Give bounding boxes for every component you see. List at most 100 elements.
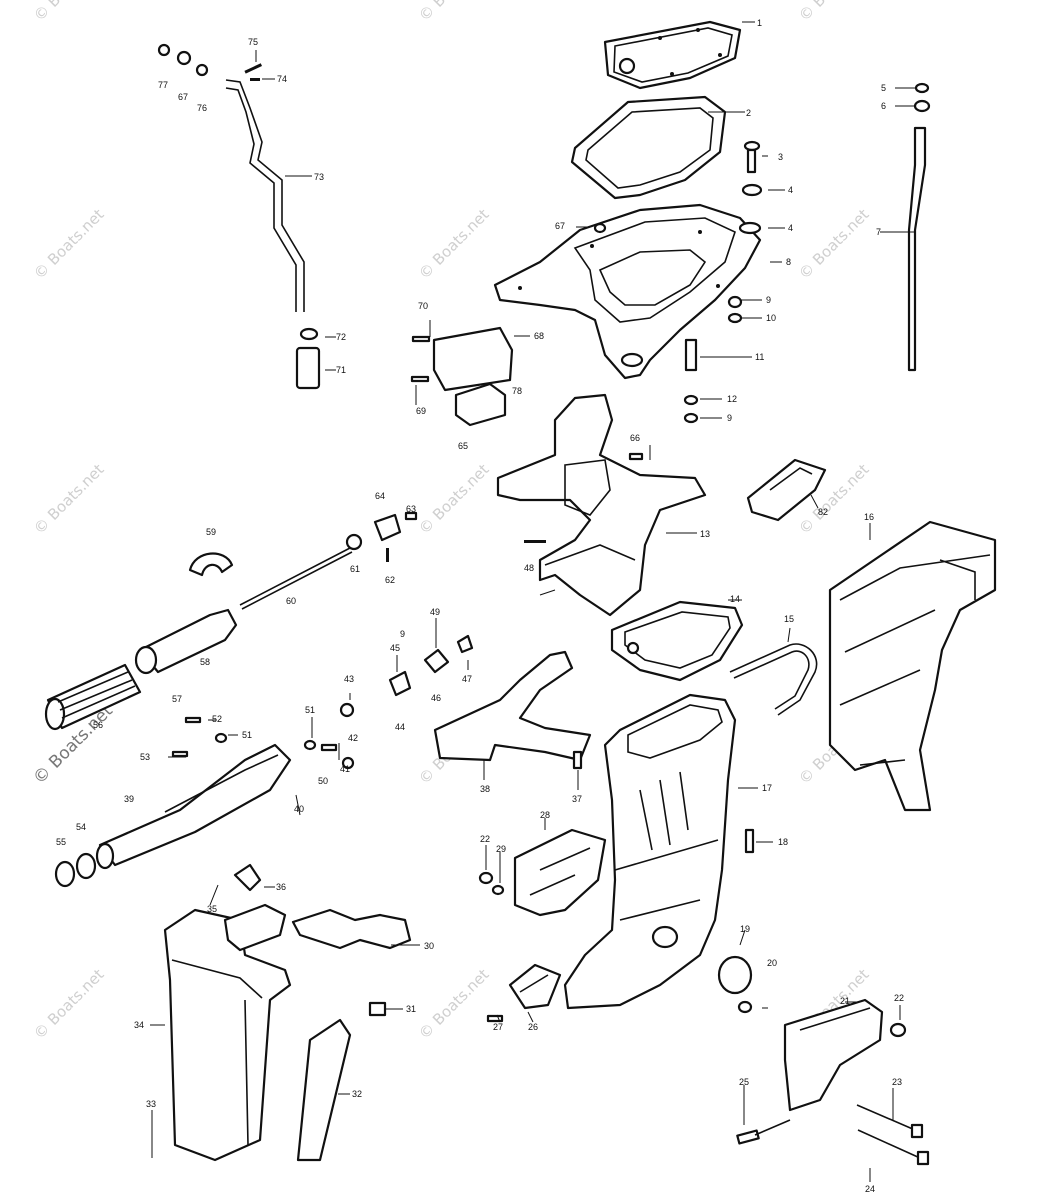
callout-62: 62	[385, 575, 395, 585]
bracket-21	[736, 998, 930, 1166]
callout-34: 34	[134, 1020, 144, 1030]
callout-63: 63	[406, 504, 416, 514]
motor-cover-16	[828, 520, 997, 812]
callout-58: 58	[200, 657, 210, 667]
callout-33: 33	[146, 1099, 156, 1109]
exhaust-housing-17	[563, 693, 755, 1010]
watermark: © Boats.net	[30, 205, 108, 283]
callout-7: 7	[876, 227, 881, 237]
callout-13: 13	[700, 529, 710, 539]
callout-11: 11	[755, 352, 764, 362]
callout-6: 6	[881, 101, 886, 111]
callout-9-b: 9	[727, 413, 732, 423]
callout-17: 17	[762, 783, 772, 793]
callout-36: 36	[276, 882, 286, 892]
callout-4: 4	[788, 185, 793, 195]
callout-60: 60	[286, 596, 296, 606]
callout-26: 26	[528, 1022, 538, 1032]
callout-53: 53	[140, 752, 150, 762]
callout-42: 42	[348, 733, 358, 743]
callout-4-b: 4	[788, 223, 793, 233]
callout-65: 65	[458, 441, 468, 451]
callout-22: 22	[894, 993, 904, 1003]
callout-43: 43	[344, 674, 354, 684]
callout-68: 68	[534, 331, 544, 341]
watermark: © Boats.net	[415, 0, 493, 25]
callout-8: 8	[786, 257, 791, 267]
callout-72: 72	[336, 332, 346, 342]
callout-52: 52	[212, 714, 222, 724]
swivel-bracket	[493, 203, 762, 380]
callout-18: 18	[778, 837, 788, 847]
tiller-handle-58	[134, 608, 238, 675]
watermark: © Boats.net	[30, 0, 108, 25]
callout-61: 61	[350, 564, 360, 574]
callout-9-c: 9	[400, 629, 405, 639]
top-adapter-plate	[603, 20, 742, 90]
callout-76: 76	[197, 103, 207, 113]
callout-10: 10	[766, 313, 776, 323]
callout-77: 77	[158, 80, 168, 90]
callout-35: 35	[207, 904, 217, 914]
callout-66: 66	[630, 433, 640, 443]
cover-34	[163, 908, 292, 1162]
callout-46: 46	[431, 693, 441, 703]
tiller-pin-61-64	[345, 511, 418, 562]
callout-78: 78	[512, 386, 522, 396]
mount-bracket-68	[410, 326, 514, 427]
link-arm-38	[433, 650, 592, 770]
small-hardware-right	[593, 82, 931, 424]
callout-64: 64	[375, 491, 385, 501]
callout-9: 9	[766, 295, 771, 305]
callout-29: 29	[496, 844, 506, 854]
pad-82	[746, 458, 827, 522]
callout-44: 44	[395, 722, 405, 732]
callout-51: 51	[305, 705, 315, 715]
callout-54: 54	[76, 822, 86, 832]
twist-grip-56	[44, 663, 142, 731]
callout-57: 57	[172, 694, 182, 704]
callout-39: 39	[124, 794, 134, 804]
watermark: © Boats.net	[415, 460, 493, 538]
water-tube-15	[729, 643, 818, 716]
leader-lines	[150, 21, 915, 1182]
callout-31: 31	[406, 1004, 416, 1014]
bracket-28	[478, 828, 607, 917]
callout-32: 32	[352, 1089, 362, 1099]
callout-2: 2	[746, 108, 751, 118]
callout-15: 15	[784, 614, 794, 624]
callout-59: 59	[206, 527, 216, 537]
pieces-30-36	[223, 863, 412, 1162]
callout-73: 73	[314, 172, 324, 182]
exhaust-bracket	[496, 393, 707, 617]
callout-71: 71	[336, 365, 346, 375]
callout-37: 37	[572, 794, 582, 804]
callout-70: 70	[418, 301, 428, 311]
watermark: © Boats.net	[795, 205, 873, 283]
tiller-arm-39	[54, 716, 292, 888]
mount-19-20	[717, 955, 753, 1014]
callout-30: 30	[424, 941, 434, 951]
top-gasket	[570, 95, 727, 200]
throttle-parts-41-51	[214, 540, 546, 770]
callout-82: 82	[818, 507, 828, 517]
callout-22-b: 22	[480, 834, 490, 844]
callout-14: 14	[730, 594, 740, 604]
callout-49: 49	[430, 607, 440, 617]
watermark: © Boats.net	[415, 965, 493, 1043]
callout-75: 75	[248, 37, 258, 47]
callout-45: 45	[390, 643, 400, 653]
watermark: © Boats.net	[415, 205, 493, 283]
callout-28: 28	[540, 810, 550, 820]
callout-24: 24	[865, 1184, 875, 1194]
callout-16: 16	[864, 512, 874, 522]
callout-51-b: 51	[242, 730, 252, 740]
watermarks: © Boats.net © Boats.net © Boats.net © Bo…	[29, 0, 872, 1043]
callout-21: 21	[840, 996, 850, 1006]
callout-3: 3	[778, 152, 783, 162]
callout-74: 74	[277, 74, 287, 84]
shift-rod	[157, 43, 321, 390]
callout-20: 20	[767, 958, 777, 968]
